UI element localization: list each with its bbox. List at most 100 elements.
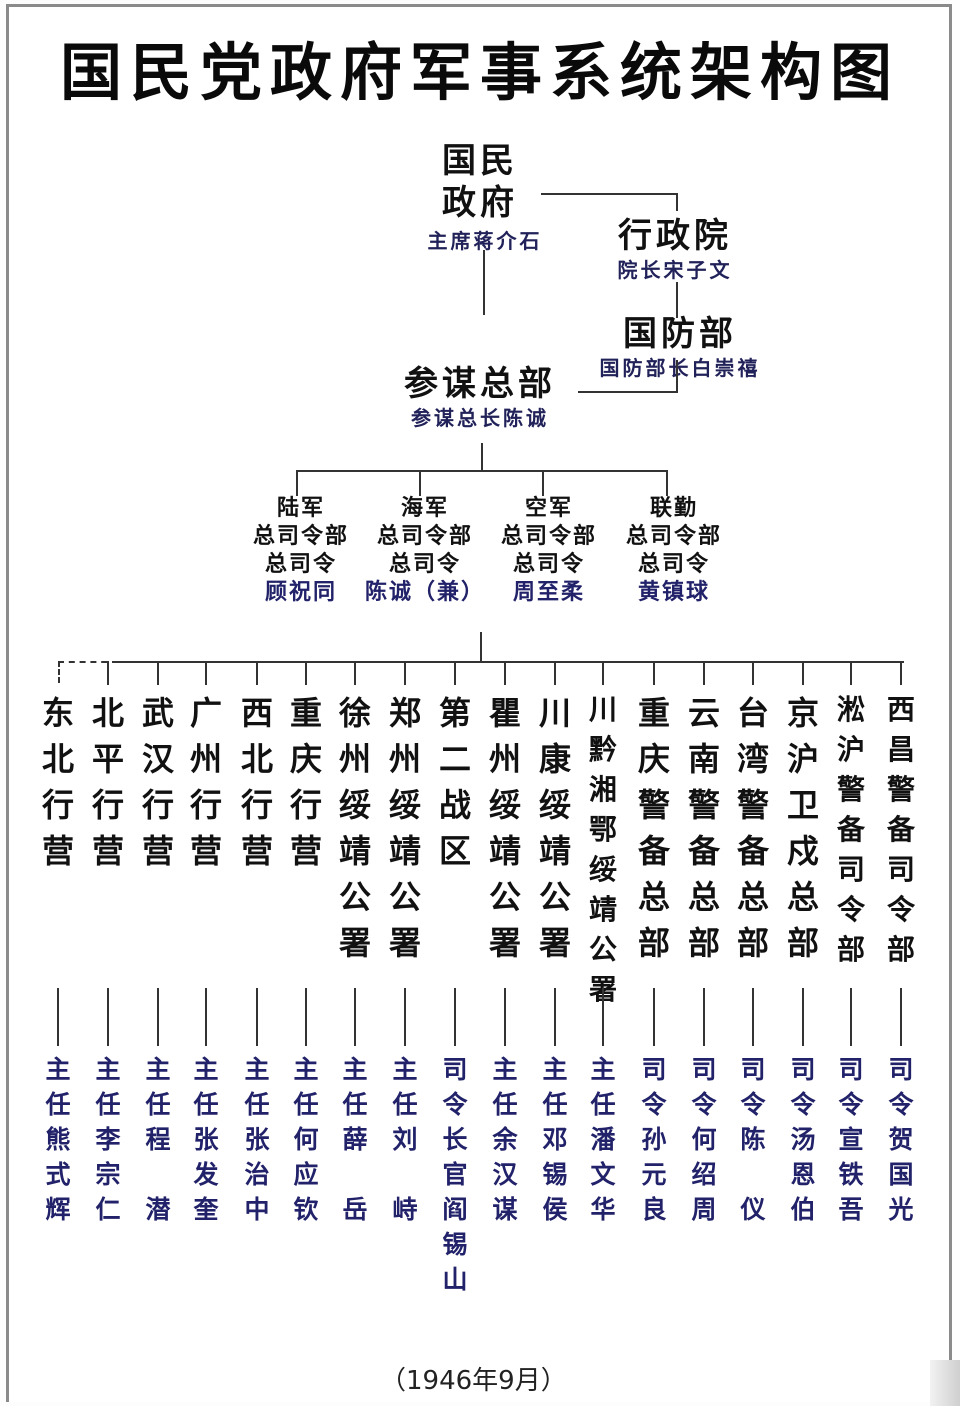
unit-commander: 主任潘文华 bbox=[590, 1055, 616, 1224]
node-general-staff: 参谋总部 参谋总长陈诚 bbox=[404, 364, 556, 430]
connector bbox=[483, 250, 485, 315]
unit-name: 西北行营 bbox=[240, 694, 273, 870]
service-logistics: 联勤 总司令部 总司令 黄镇球 bbox=[625, 495, 722, 605]
connector bbox=[118, 661, 904, 663]
connector bbox=[541, 193, 677, 195]
connector bbox=[256, 988, 258, 1046]
unit-name: 京沪卫戍总部 bbox=[786, 694, 819, 962]
unit-name: 云南警备总部 bbox=[687, 694, 720, 962]
unit-name: 郑州绥靖公署 bbox=[388, 694, 421, 962]
unit-name: 台湾警备总部 bbox=[736, 694, 769, 962]
unit-name: 川黔湘鄂绥靖公署 bbox=[588, 693, 617, 1006]
connector bbox=[802, 988, 804, 1046]
connector bbox=[107, 988, 109, 1046]
unit-commander: 司令孙元良 bbox=[641, 1055, 667, 1224]
node-name-line1: 国民 bbox=[442, 141, 518, 181]
connector bbox=[653, 988, 655, 1046]
unit-name: 淞沪警备司令部 bbox=[836, 693, 865, 966]
unit-commander: 主任何应钦 bbox=[293, 1055, 319, 1224]
connector bbox=[900, 988, 902, 1046]
unit-name: 川康绥靖公署 bbox=[538, 694, 571, 962]
connector bbox=[419, 470, 421, 496]
service-air-force: 空军 总司令部 总司令 周至柔 bbox=[500, 495, 597, 605]
unit-commander: 主任薛岳 bbox=[342, 1055, 368, 1224]
unit-name: 东北行营 bbox=[41, 694, 74, 870]
unit-name: 北平行营 bbox=[91, 694, 124, 870]
unit-commander: 司令贺国光 bbox=[888, 1055, 914, 1224]
connector bbox=[157, 661, 159, 685]
node-executive-yuan: 行政院 院长宋子文 bbox=[617, 216, 733, 282]
connector bbox=[802, 661, 804, 685]
connector bbox=[850, 988, 852, 1046]
connector bbox=[480, 632, 482, 662]
unit-commander: 主任刘峙 bbox=[392, 1055, 418, 1224]
unit-name: 瞿州绥靖公署 bbox=[488, 694, 521, 962]
connector bbox=[354, 661, 356, 685]
service-army: 陆军 总司令部 总司令 顾祝同 bbox=[252, 495, 349, 605]
connector bbox=[666, 470, 668, 496]
connector bbox=[305, 988, 307, 1046]
unit-commander: 司令汤恩伯 bbox=[790, 1055, 816, 1224]
unit-commander: 主任余汉谋 bbox=[492, 1055, 518, 1224]
page-edge bbox=[930, 1360, 960, 1406]
connector bbox=[900, 661, 902, 685]
connector bbox=[752, 988, 754, 1046]
date-caption: （1946年9月） bbox=[380, 1366, 567, 1396]
node-name-line2: 政府 bbox=[442, 183, 518, 223]
unit-name: 徐州绥靖公署 bbox=[338, 694, 371, 962]
connector bbox=[504, 988, 506, 1046]
connector bbox=[454, 988, 456, 1046]
connector bbox=[578, 391, 678, 393]
unit-commander: 司令宣铁吾 bbox=[838, 1055, 864, 1224]
page-title: 国民党政府军事系统架构图 bbox=[59, 36, 900, 109]
connector bbox=[404, 661, 406, 685]
dashed-connector bbox=[58, 661, 118, 663]
node-national-government: 国民 政府 bbox=[400, 140, 560, 224]
connector bbox=[296, 470, 298, 496]
unit-commander: 司令长官阎锡山 bbox=[442, 1055, 468, 1294]
connector bbox=[602, 661, 604, 685]
connector bbox=[157, 988, 159, 1046]
connector bbox=[404, 988, 406, 1046]
chart-frame bbox=[6, 4, 952, 1402]
connector bbox=[542, 470, 544, 496]
connector bbox=[554, 988, 556, 1046]
connector bbox=[296, 470, 668, 472]
unit-commander: 主任熊式辉 bbox=[45, 1055, 71, 1224]
connector bbox=[703, 988, 705, 1046]
connector bbox=[676, 193, 678, 211]
connector bbox=[57, 988, 59, 1046]
connector bbox=[256, 661, 258, 685]
unit-name: 重庆警备总部 bbox=[637, 694, 670, 962]
unit-commander: 司令何绍周 bbox=[691, 1055, 717, 1224]
unit-commander: 司令陈仪 bbox=[740, 1055, 766, 1224]
connector bbox=[752, 661, 754, 685]
connector bbox=[676, 360, 678, 392]
unit-commander: 主任张发奎 bbox=[193, 1055, 219, 1224]
node-defense-ministry: 国防部 国防部长白崇禧 bbox=[599, 314, 761, 380]
connector bbox=[504, 661, 506, 685]
connector bbox=[703, 661, 705, 685]
unit-commander: 主任程潜 bbox=[145, 1055, 171, 1224]
connector bbox=[676, 282, 678, 318]
connector bbox=[354, 988, 356, 1046]
connector bbox=[554, 661, 556, 685]
node-government-leader: 主席蒋介石 bbox=[427, 229, 543, 253]
connector bbox=[602, 988, 604, 1046]
unit-name: 武汉行营 bbox=[141, 694, 174, 870]
unit-name: 重庆行营 bbox=[289, 694, 322, 870]
connector bbox=[850, 661, 852, 685]
service-navy: 海军 总司令部 总司令 陈诚（兼） bbox=[364, 495, 485, 605]
unit-name: 西昌警备司令部 bbox=[886, 693, 915, 966]
connector bbox=[653, 661, 655, 685]
connector bbox=[205, 661, 207, 685]
unit-commander: 主任李宗仁 bbox=[95, 1055, 121, 1224]
unit-name: 广州行营 bbox=[189, 694, 222, 870]
connector bbox=[205, 988, 207, 1046]
unit-name: 第二战区 bbox=[438, 694, 471, 870]
dashed-connector bbox=[58, 661, 60, 683]
unit-commander: 主任张治中 bbox=[244, 1055, 270, 1224]
connector bbox=[481, 443, 483, 471]
unit-commander: 主任邓锡侯 bbox=[542, 1055, 568, 1224]
connector bbox=[107, 661, 109, 685]
